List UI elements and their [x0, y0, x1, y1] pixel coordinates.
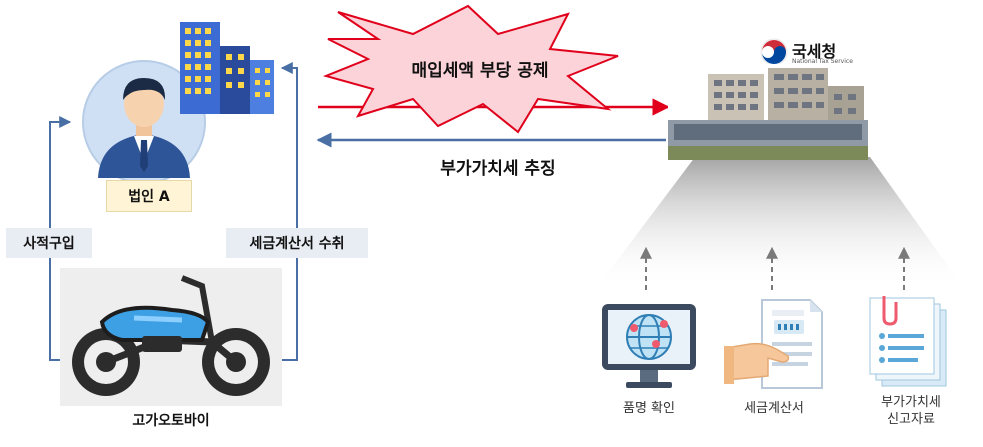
nts-building-icon — [668, 64, 868, 160]
report-clip-icon — [869, 296, 947, 387]
evidence-label-1: 품명 확인 — [623, 401, 675, 416]
nts-name: 국세청 — [792, 42, 837, 61]
businessman-icon — [98, 78, 190, 178]
invoice-receive-label: 세금계산서 수취 — [226, 228, 368, 258]
company-label: 법인 A — [106, 180, 192, 212]
burst-shape — [322, 4, 619, 134]
company-building-icon — [180, 22, 274, 114]
evidence-label-3-line2: 신고자료 — [887, 412, 935, 427]
collect-text: 부가가치세 추징 — [440, 159, 556, 179]
evidence-label-3: 부가가치세 신고자료 — [856, 394, 966, 428]
spotlight-beam — [595, 157, 965, 290]
evidence-label-3-line1: 부가가치세 — [881, 395, 941, 410]
nts-emblem-icon — [760, 38, 788, 66]
purchase-label: 사적구입 — [6, 228, 92, 258]
invoice-connector — [280, 62, 298, 361]
nts-name-en: National Tax Service — [792, 58, 853, 65]
motorcycle-label: 고가오토바이 — [132, 413, 210, 429]
evidence-label-2: 세금계산서 — [744, 401, 804, 416]
monitor-globe-icon — [602, 304, 696, 388]
burst-text: 매입세액 부당 공제 — [411, 61, 549, 81]
invoice-document-icon — [724, 299, 823, 389]
motorcycle-icon — [72, 275, 270, 396]
